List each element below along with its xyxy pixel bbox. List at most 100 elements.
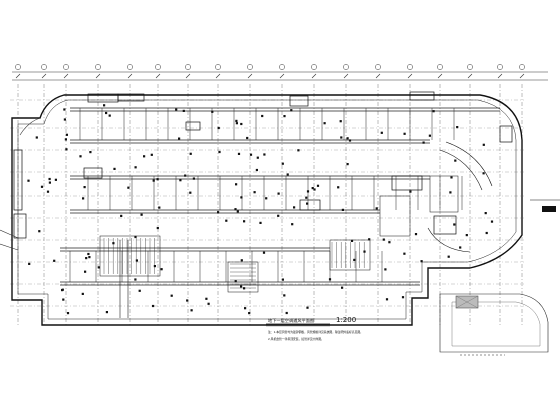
air-diffuser <box>192 177 195 180</box>
axis-bubble <box>375 64 381 70</box>
air-diffuser <box>482 172 485 175</box>
air-diffuser <box>485 231 488 235</box>
dimension-tick <box>95 73 101 79</box>
equipment-block <box>289 95 309 107</box>
air-diffuser <box>61 289 64 292</box>
air-diffuser <box>105 111 108 115</box>
dimension-tick <box>407 73 413 79</box>
air-diffuser <box>277 214 280 217</box>
air-diffuser <box>456 126 459 129</box>
air-diffuser <box>346 137 349 140</box>
dimension-tick <box>311 73 317 79</box>
air-diffuser <box>178 137 181 140</box>
equipment-block <box>499 125 513 143</box>
air-diffuser <box>103 104 106 107</box>
air-diffuser <box>240 285 243 288</box>
air-diffuser <box>143 155 146 158</box>
air-diffuser <box>184 174 187 177</box>
grid-axis-bubbles <box>15 64 525 70</box>
air-diffuser <box>225 219 228 222</box>
air-diffuser <box>311 187 314 190</box>
column-grid-axes <box>10 84 524 325</box>
air-diffuser <box>127 186 130 189</box>
axis-bubble <box>63 64 69 70</box>
air-diffuser <box>235 183 238 186</box>
air-diffuser <box>87 252 90 256</box>
air-diffuser <box>353 258 356 261</box>
air-diffuser <box>306 202 309 205</box>
dimension-tick <box>279 73 285 79</box>
air-diffuser <box>120 214 123 217</box>
air-diffuser <box>281 278 284 281</box>
air-diffuser <box>66 312 70 315</box>
air-diffuser <box>306 306 309 309</box>
air-diffuser <box>348 139 352 142</box>
air-diffuser <box>305 196 308 199</box>
air-diffuser <box>236 210 239 213</box>
stair-treads <box>103 238 365 289</box>
axis-bubble <box>127 64 133 70</box>
dimension-tick <box>41 73 47 79</box>
air-diffuser <box>293 206 296 209</box>
air-diffuser <box>140 213 143 216</box>
air-diffuser <box>243 220 246 223</box>
air-diffuser <box>218 150 221 154</box>
air-diffuser <box>48 181 51 184</box>
air-diffuser <box>234 280 237 283</box>
duct-network <box>60 107 500 318</box>
air-diffuser <box>65 148 68 151</box>
air-diffuser <box>234 208 237 211</box>
air-diffuser <box>108 114 111 117</box>
air-diffuser <box>385 298 389 301</box>
air-diffuser <box>53 259 56 262</box>
air-diffuser <box>88 256 91 259</box>
air-diffuser <box>160 268 163 271</box>
air-diffuser <box>341 286 344 289</box>
air-diffuser <box>297 149 300 152</box>
air-diffuser <box>283 294 286 297</box>
air-diffuser <box>248 312 251 315</box>
air-diffuser <box>388 241 391 244</box>
air-diffuser <box>112 242 115 245</box>
air-diffuser <box>341 208 344 211</box>
air-diffuser <box>237 152 241 155</box>
air-diffuser <box>401 296 405 299</box>
air-diffuser <box>328 278 332 281</box>
air-diffuser <box>263 153 266 156</box>
air-diffuser <box>283 115 286 118</box>
air-diffuser <box>403 132 406 135</box>
air-diffuser <box>134 235 137 239</box>
air-diffusers <box>27 104 494 315</box>
dimension-tick <box>63 73 69 79</box>
equipment-block <box>391 175 423 191</box>
drawing-title-block: 地下一层空调通风平面图 1:200 注：1.本层风管均为镀锌钢板，风管规格详见系… <box>266 316 363 341</box>
air-diffuser <box>84 270 87 273</box>
air-diffuser <box>244 307 247 310</box>
air-diffuser <box>89 151 92 154</box>
top-dimension-line <box>12 71 548 81</box>
equipment-block <box>83 167 103 179</box>
dimension-tick <box>15 73 21 79</box>
air-diffuser <box>134 166 137 169</box>
equipment-block <box>13 149 23 211</box>
air-diffuser <box>350 239 354 242</box>
axis-bubble <box>497 64 503 70</box>
air-diffuser <box>81 292 84 295</box>
air-diffuser <box>62 298 65 301</box>
air-diffuser <box>363 250 366 253</box>
air-diffuser <box>447 255 450 258</box>
air-diffuser <box>454 159 457 162</box>
air-diffuser <box>432 110 435 113</box>
air-diffuser <box>150 153 153 156</box>
axis-bubble <box>247 64 253 70</box>
air-diffuser <box>255 168 258 172</box>
air-diffuser <box>156 226 159 230</box>
dimension-tick <box>343 73 349 79</box>
air-diffuser <box>217 126 220 130</box>
air-diffuser <box>179 179 182 182</box>
dimension-tick <box>519 73 525 79</box>
air-diffuser <box>450 176 453 179</box>
axis-bubble <box>407 64 413 70</box>
air-diffuser <box>153 265 156 268</box>
